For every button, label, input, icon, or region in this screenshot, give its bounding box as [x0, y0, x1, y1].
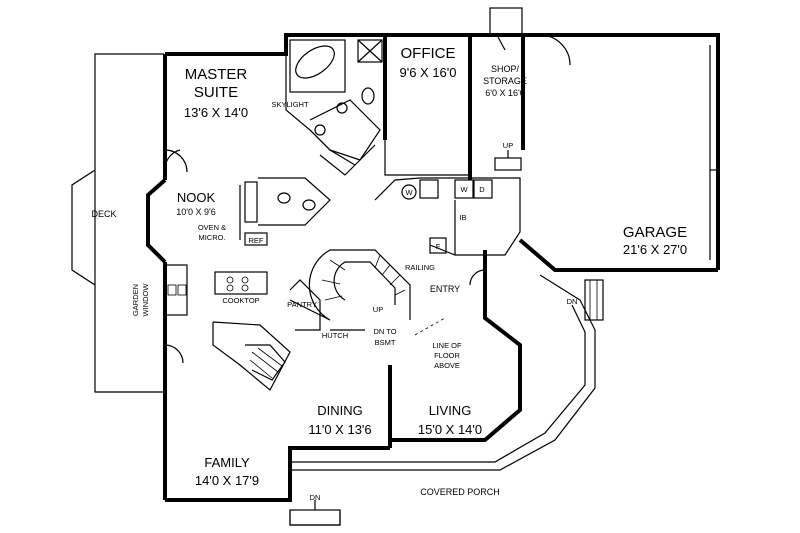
master-suite-label-2: SUITE — [194, 84, 238, 101]
ref-label: REF — [249, 236, 264, 245]
wh-label: W — [460, 185, 468, 194]
garden-window-label-2: WINDOW — [141, 283, 150, 317]
interior-walls — [164, 35, 521, 256]
dn-bsmt-label: DN TO — [373, 327, 396, 336]
shop-label-2: STORAGE — [483, 76, 527, 86]
nook-label: NOOK — [177, 190, 216, 205]
washer-label: W — [405, 188, 413, 197]
freezer-label: F — [436, 242, 441, 251]
master-suite-dim: 13'6 X 14'0 — [184, 105, 248, 120]
entry-label: ENTRY — [430, 284, 460, 294]
covered-porch — [289, 274, 604, 526]
pantry-label: PANTRY — [287, 300, 317, 309]
up-garage-label: UP — [503, 141, 513, 150]
micro-label: MICRO. — [198, 233, 225, 242]
garage-details — [489, 7, 718, 260]
office-dim: 9'6 X 16'0 — [399, 65, 456, 80]
dn-bsmt-label-2: BSMT — [375, 338, 396, 347]
ib-label: IB — [459, 213, 466, 222]
line-floor-label: LINE OF — [432, 341, 462, 350]
office-label: OFFICE — [401, 45, 456, 62]
family-dim: 14'0 X 17'9 — [195, 473, 259, 488]
deck-label: DECK — [91, 209, 116, 219]
stair — [289, 249, 411, 331]
line-floor-label-3: ABOVE — [434, 361, 460, 370]
skylight-label: SKYLIGHT — [271, 100, 309, 109]
hutch-label: HUTCH — [322, 331, 348, 340]
oven-label: OVEN & — [198, 223, 226, 232]
fixture-labels: SKYLIGHT UP OVEN & MICRO. REF RAILING CO… — [131, 100, 577, 502]
covered-porch-label: COVERED PORCH — [420, 487, 500, 497]
garage-dim: 21'6 X 27'0 — [623, 242, 687, 257]
shop-label: SHOP/ — [491, 64, 520, 74]
dining-label: DINING — [317, 403, 363, 418]
dining-dim: 11'0 X 13'6 — [308, 422, 371, 437]
garage-label: GARAGE — [623, 224, 687, 241]
entry — [414, 255, 486, 336]
garden-window-label: GARDEN — [131, 284, 140, 316]
deck — [71, 53, 164, 393]
dn-bottom-label: DN — [310, 493, 321, 502]
kitchen — [164, 264, 291, 391]
dn-right-label: DN — [567, 297, 578, 306]
living-label: LIVING — [429, 403, 472, 418]
cooktop-label: COOKTOP — [222, 296, 259, 305]
room-labels: MASTER SUITE 13'6 X 14'0 OFFICE 9'6 X 16… — [91, 45, 687, 497]
family-label: FAMILY — [204, 455, 250, 470]
dryer-label: D — [479, 185, 485, 194]
living-dim: 15'0 X 14'0 — [418, 422, 482, 437]
master-suite-label: MASTER — [185, 66, 248, 83]
up-stair-label: UP — [373, 305, 383, 314]
shop-dim: 6'0 X 16'0 — [485, 88, 524, 98]
railing-label: RAILING — [405, 263, 435, 272]
line-floor-label-2: FLOOR — [434, 351, 460, 360]
nook-dim: 10'0 X 9'6 — [176, 207, 215, 217]
